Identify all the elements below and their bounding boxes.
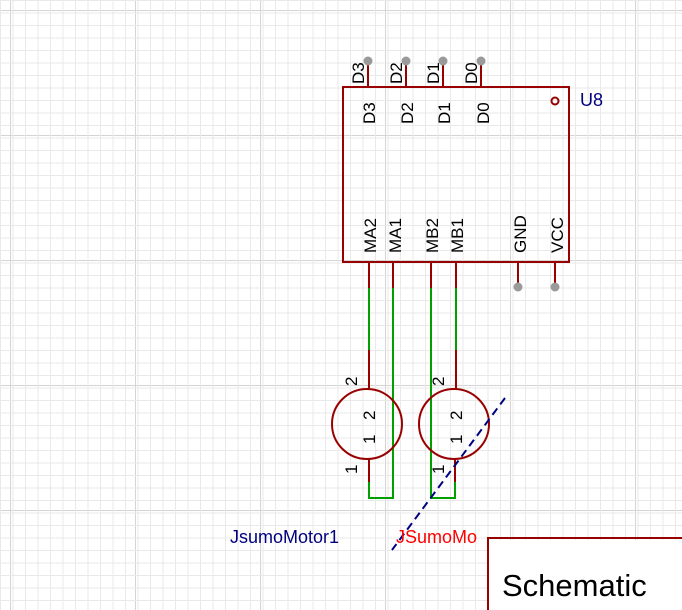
pin-name-d0: D0 <box>474 102 493 124</box>
motor1-pin1-name: 1 <box>360 435 379 444</box>
title-block-frame <box>487 537 682 610</box>
motor1-pin2-name: 2 <box>360 411 379 420</box>
pin-number-d3: D3 <box>349 62 368 84</box>
wire-mb2[interactable] <box>430 288 456 499</box>
title-block-fill <box>488 540 682 610</box>
title-block[interactable]: Schematic <box>487 537 682 610</box>
pin-name-ma2: MA2 <box>361 218 380 253</box>
pin-name-gnd: GND <box>511 215 530 253</box>
pin-name-d2: D2 <box>398 102 417 124</box>
pin-name-mb2: MB2 <box>423 218 442 253</box>
pin-end-d1[interactable] <box>438 56 448 66</box>
motor2-pin2-number: 2 <box>429 377 448 386</box>
motor2-pin2-name: 2 <box>447 411 466 420</box>
motor2-pin1-number: 1 <box>429 465 448 474</box>
u8-designator[interactable]: U8 <box>580 90 603 110</box>
pin-name-d1: D1 <box>435 102 454 124</box>
pin1-indicator <box>550 96 560 106</box>
motor2-body[interactable] <box>418 388 490 460</box>
motor1-component[interactable]: 2 1 2 1 JsumoMotor1 <box>230 350 403 547</box>
title-block-title: Schematic <box>502 568 647 603</box>
motor1-pin1-number: 1 <box>342 465 361 474</box>
pin-end-d3[interactable] <box>363 56 373 66</box>
pin-end-d0[interactable] <box>476 56 486 66</box>
u8-component[interactable]: D3 D2 D1 D0 D3 D2 D1 D0 MA2 MA1 MB2 MB1 … <box>342 56 603 292</box>
pin-name-ma1: MA1 <box>386 218 405 253</box>
pin-end-vcc[interactable] <box>550 282 560 292</box>
motor1-designator[interactable]: JsumoMotor1 <box>230 527 339 547</box>
no-connect-dashed-line <box>391 397 506 551</box>
motor1-body[interactable] <box>331 388 403 460</box>
motor2-component[interactable]: 2 1 2 1 JSumoMo <box>391 350 506 551</box>
pin-name-d3: D3 <box>360 102 379 124</box>
wires[interactable] <box>368 288 457 499</box>
pin-number-d0: D0 <box>462 62 481 84</box>
pin-end-gnd[interactable] <box>513 282 523 292</box>
pin-name-mb1: MB1 <box>448 218 467 253</box>
pin-name-vcc: VCC <box>548 217 567 253</box>
pin-number-d1: D1 <box>424 62 443 84</box>
pin-number-d2: D2 <box>387 62 406 84</box>
motor2-pin1-name: 1 <box>447 435 466 444</box>
motor2-value[interactable]: JSumoMo <box>396 527 477 547</box>
motor1-pin2-number: 2 <box>342 377 361 386</box>
pin-end-d2[interactable] <box>401 56 411 66</box>
wire-ma1[interactable] <box>368 288 394 499</box>
